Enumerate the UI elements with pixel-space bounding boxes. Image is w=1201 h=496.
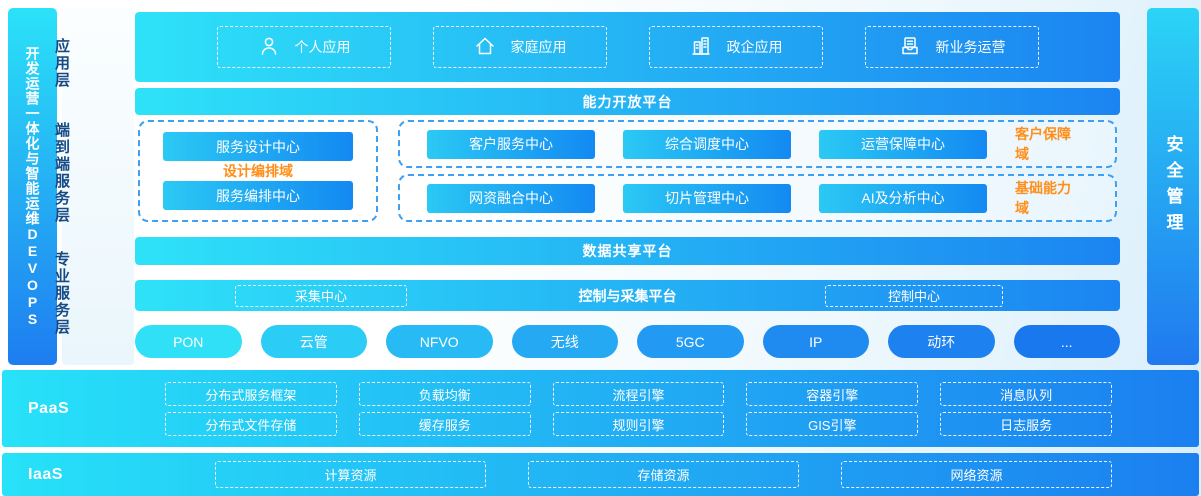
layer-label-strip — [62, 8, 134, 365]
dispatch-center-box: 综合调度中心 — [623, 129, 791, 159]
slice-management-center-box: 切片管理中心 — [623, 183, 791, 213]
app-box-label: 个人应用 — [294, 39, 351, 55]
paas-box-rule-engine: 规则引擎 — [552, 412, 725, 436]
iaas-band: IaaS 计算资源 存储资源 网络资源 — [2, 453, 1199, 496]
pill-cloud-mgmt: 云管 — [260, 325, 367, 358]
paas-box-distributed-file-storage: 分布式文件存储 — [165, 412, 337, 436]
paas-services-grid: 分布式服务框架 负载均衡 流程引擎 容器引擎 消息队列 分布式文件存储 缓存服务… — [165, 382, 1112, 436]
main-diagram-area: 个人应用 家庭应用 政企应用 新业务运营 能力开放平台 服务设计中心 设计编排域… — [135, 8, 1120, 365]
app-box-label: 家庭应用 — [510, 39, 567, 55]
basic-capability-domain: 网资融合中心 切片管理中心 AI及分析中心 基础能力域 — [398, 174, 1117, 222]
collection-center-box: 采集中心 — [235, 284, 407, 307]
app-box-label: 新业务运营 — [935, 39, 1006, 55]
layer-label-application: 应用层 — [53, 37, 70, 89]
iaas-label: IaaS — [28, 465, 63, 483]
iaas-resources-grid: 计算资源 存储资源 网络资源 — [215, 461, 1112, 488]
pill-more: ... — [1013, 325, 1120, 358]
service-domains-section: 服务设计中心 设计编排域 服务编排中心 客户服务中心 综合调度中心 运营保障中心… — [135, 120, 1120, 222]
home-icon — [473, 34, 497, 61]
devops-sidebar: 开发运营一体化与智能运维DEVOPS — [8, 8, 57, 365]
paas-label: PaaS — [28, 399, 70, 417]
design-orchestration-domain: 服务设计中心 设计编排域 服务编排中心 — [138, 120, 378, 222]
iaas-box-network-resources: 网络资源 — [841, 461, 1112, 488]
control-platform-label: 控制与采集平台 — [578, 287, 677, 304]
paas-band: PaaS 分布式服务框架 负载均衡 流程引擎 容器引擎 消息队列 分布式文件存储… — [2, 370, 1199, 447]
data-sharing-platform-bar: 数据共享平台 — [135, 237, 1120, 265]
app-box-home: 家庭应用 — [432, 26, 607, 68]
basic-domain-label: 基础能力域 — [1015, 180, 1071, 216]
app-box-new-business: 新业务运营 — [864, 26, 1039, 68]
paas-box-gis-engine: GIS引擎 — [746, 412, 919, 436]
network-resource-fusion-center-box: 网资融合中心 — [427, 183, 595, 213]
app-box-personal: 个人应用 — [216, 26, 391, 68]
app-box-label: 政企应用 — [726, 39, 783, 55]
layer-label-professional-service: 专业服务层 — [53, 250, 70, 336]
pill-nfvo: NFVO — [386, 325, 493, 358]
iaas-box-storage-resources: 存储资源 — [528, 461, 799, 488]
paas-box-container-engine: 容器引擎 — [746, 382, 919, 406]
layer-label-e2e-service: 端到端服务层 — [53, 122, 70, 224]
capability-open-platform-bar: 能力开放平台 — [135, 88, 1120, 115]
buildings-icon — [689, 34, 713, 61]
report-icon — [898, 34, 922, 61]
iaas-box-compute-resources: 计算资源 — [215, 461, 486, 488]
customer-domain-label: 客户保障域 — [1015, 126, 1071, 162]
person-icon — [257, 34, 281, 61]
paas-box-message-queue: 消息队列 — [940, 382, 1112, 406]
pill-wireless: 无线 — [511, 325, 618, 358]
paas-box-log-service: 日志服务 — [940, 412, 1112, 436]
customer-assurance-domain: 客户服务中心 综合调度中心 运营保障中心 客户保障域 — [398, 120, 1117, 168]
paas-box-cache-service: 缓存服务 — [358, 412, 531, 436]
control-center-box: 控制中心 — [825, 284, 1003, 307]
control-collection-platform-bar: 控制与采集平台 采集中心 控制中心 — [135, 280, 1120, 311]
pill-pon: PON — [135, 325, 242, 358]
service-design-center-box: 服务设计中心 — [163, 132, 353, 161]
paas-box-distributed-service-framework: 分布式服务框架 — [165, 382, 337, 406]
security-management-sidebar: 安全管理 — [1147, 8, 1199, 365]
pill-ip: IP — [762, 325, 869, 358]
service-orchestration-center-box: 服务编排中心 — [163, 181, 353, 210]
network-domain-pills: PON 云管 NFVO 无线 5GC IP 动环 ... — [135, 325, 1120, 358]
customer-service-center-box: 客户服务中心 — [427, 129, 595, 159]
app-box-enterprise: 政企应用 — [648, 26, 823, 68]
ai-analytics-center-box: AI及分析中心 — [819, 183, 987, 213]
design-domain-label: 设计编排域 — [223, 163, 293, 179]
paas-box-load-balancing: 负载均衡 — [358, 382, 531, 406]
application-layer-bar: 个人应用 家庭应用 政企应用 新业务运营 — [135, 12, 1120, 82]
paas-box-process-engine: 流程引擎 — [552, 382, 725, 406]
pill-power-env: 动环 — [888, 325, 995, 358]
operation-assurance-center-box: 运营保障中心 — [819, 129, 987, 159]
pill-5gc: 5GC — [637, 325, 744, 358]
